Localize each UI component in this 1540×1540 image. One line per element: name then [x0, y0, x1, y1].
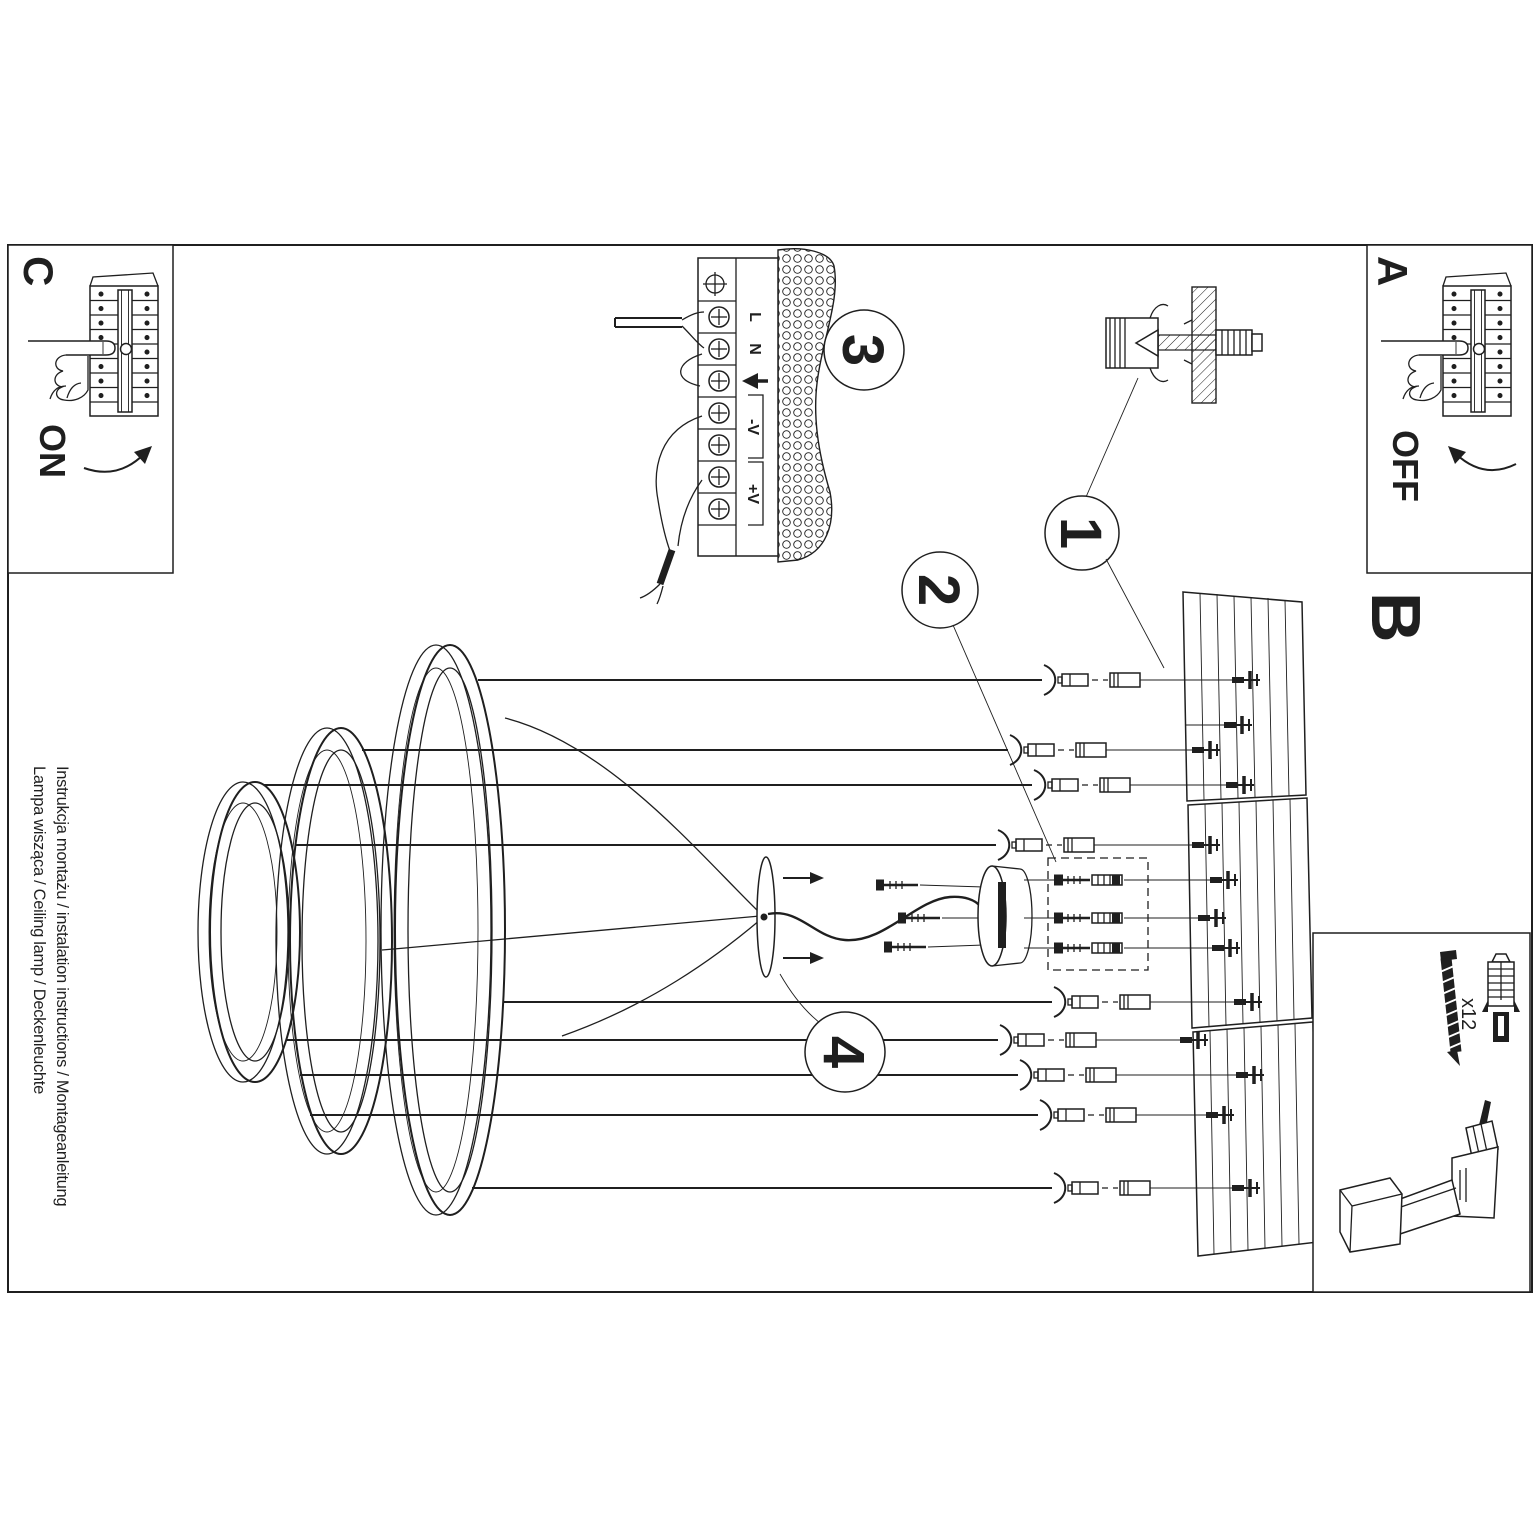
curved-arrow-icon [83, 446, 152, 473]
suspension-cable [296, 829, 1222, 861]
output-arrow-icon [742, 373, 768, 389]
drill-icon [1339, 1100, 1499, 1253]
suspension-cable [300, 1059, 1266, 1091]
pendant-rings [197, 644, 506, 1216]
margin-text-line1: Instrukcja montażu / instalation instruc… [53, 766, 71, 1206]
driver-canister [977, 865, 1033, 967]
ceiling-screw-extra [1185, 714, 1254, 959]
section-a-panel: A OFF [1366, 244, 1533, 574]
suspension-cable [478, 664, 1262, 696]
canopy-assembly [381, 717, 981, 1037]
jumper-wire [680, 353, 703, 387]
slide-arrow-icon [783, 872, 824, 964]
step-2-badge: 2 [901, 551, 1057, 863]
pendant-ring-large [380, 644, 506, 1216]
suspension-cable [362, 734, 1222, 766]
bracket-v-minus [748, 394, 764, 459]
section-a-letter: A [1369, 256, 1416, 286]
supply-cable [614, 311, 705, 349]
off-label: OFF [1385, 430, 1426, 502]
section-b-label: B [1357, 592, 1435, 643]
terminal-label-l: L [746, 312, 763, 322]
hardware-box: x12 [1312, 932, 1531, 1293]
svg-text:2: 2 [906, 574, 971, 606]
wall-anchor-detail [1085, 286, 1263, 498]
suspension-cable [310, 1099, 1236, 1131]
suspension-cable [264, 769, 1256, 801]
mount-screw-icon [703, 272, 727, 296]
ceiling-planks [1182, 591, 1319, 1257]
leader-line [952, 624, 1057, 863]
terminal-label-vplus: +V [744, 484, 761, 504]
terminal-screws [708, 306, 730, 520]
driver-canister-assembly [874, 857, 1212, 971]
svg-text:1: 1 [1048, 517, 1113, 549]
suspension-cables [264, 664, 1266, 1204]
section-c-panel: C ON [7, 244, 174, 574]
screw-count-label: x12 [1457, 998, 1479, 1030]
suspension-cable [472, 1172, 1262, 1204]
margin-text-line2: Lampa wisząca / Ceiling lamp / Deckenleu… [30, 766, 48, 1094]
terminal-block: L N -V +V [614, 248, 836, 605]
section-c-letter: C [15, 256, 62, 286]
power-cable [767, 895, 981, 942]
leader-line [1105, 558, 1165, 669]
dashed-parts-box [1047, 857, 1149, 971]
secondary-wires [639, 415, 703, 605]
svg-text:3: 3 [830, 334, 895, 366]
pendant-ring-small [197, 781, 301, 1083]
on-label: ON [32, 424, 73, 478]
svg-text:4: 4 [811, 1036, 876, 1068]
terminal-label-vminus: -V [744, 419, 761, 435]
screw-icon [1439, 950, 1462, 1066]
terminal-label-n: N [746, 343, 763, 355]
wall-plug-icon [1482, 953, 1520, 1042]
suspension-cable [503, 986, 1264, 1018]
curved-arrow-icon [1448, 446, 1517, 471]
leader-line [1085, 377, 1139, 498]
step-1-badge: 1 [1044, 495, 1165, 669]
step-4-badge: 4 [804, 1011, 886, 1093]
bracket-v-plus [748, 461, 764, 526]
driver-dotted-body [777, 248, 836, 563]
pendant-ring-medium [275, 727, 393, 1155]
step-3-badge: 3 [823, 309, 905, 391]
